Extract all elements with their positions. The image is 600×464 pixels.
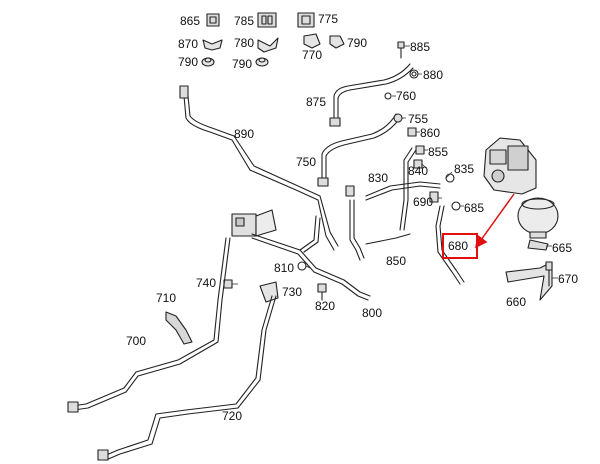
fitting-755-part <box>393 113 403 123</box>
callout-label: 665 <box>552 241 573 255</box>
clip-770-part <box>303 33 321 49</box>
bolt-820-part <box>317 283 327 301</box>
highlight-box: 680 <box>442 233 478 259</box>
callout-label: 855 <box>428 145 449 159</box>
callout-label: 660 <box>506 295 527 309</box>
callout-label: 890 <box>234 127 255 141</box>
callout-label: 775 <box>318 12 339 26</box>
callout-label: 755 <box>408 112 429 126</box>
clip-775-part <box>297 12 315 28</box>
callout-label: 830 <box>368 171 389 185</box>
clip-865-part <box>206 13 220 27</box>
line-700-part <box>67 237 231 413</box>
callout-label: 885 <box>410 40 431 54</box>
reservoir-part <box>517 197 559 239</box>
callout-label: 720 <box>222 409 243 423</box>
callout-label: 835 <box>454 162 475 176</box>
bracket-730-part <box>259 281 279 303</box>
callout-label: 670 <box>558 272 579 286</box>
clip-785-part <box>257 12 277 28</box>
callout-label: 790 <box>178 55 199 69</box>
callout-label: 875 <box>306 95 327 109</box>
clip-790-part <box>329 35 345 49</box>
bolt-885-part <box>397 41 405 59</box>
washer-685-part <box>451 201 461 211</box>
callout-label: 870 <box>178 37 199 51</box>
callout-label: 785 <box>234 14 255 28</box>
line-720-part <box>97 295 277 461</box>
valve-block-part <box>231 209 277 237</box>
grommet-790a-part <box>201 57 215 67</box>
hose-750-part <box>317 113 401 187</box>
washer-810-part <box>297 261 307 271</box>
washer-760-part <box>384 92 392 100</box>
leader-line <box>445 171 453 179</box>
washer-835-part <box>445 173 455 183</box>
washer-880-part <box>409 69 419 79</box>
line-800-part <box>251 215 371 301</box>
callout-label: 790 <box>232 57 253 71</box>
callout-label: 685 <box>464 201 485 215</box>
highlighted-label: 680 <box>448 239 469 253</box>
callout-label: 690 <box>413 195 434 209</box>
line-890-part <box>179 85 339 251</box>
callout-label: 800 <box>362 306 383 320</box>
leader-line <box>305 265 311 269</box>
callout-label: 770 <box>302 48 323 62</box>
clamp-710-part <box>165 311 193 345</box>
callout-label: 730 <box>282 285 303 299</box>
leader-line <box>421 163 427 169</box>
bolt-670-part <box>545 261 553 287</box>
callout-label: 700 <box>126 334 147 348</box>
line-830-part <box>345 181 441 261</box>
fitting-690-part <box>429 191 439 203</box>
callout-label: 740 <box>196 276 217 290</box>
callout-label: 820 <box>315 299 336 313</box>
callout-label: 860 <box>420 126 441 140</box>
callout-label: 760 <box>396 89 417 103</box>
callout-label: 850 <box>386 254 407 268</box>
line-850-part <box>365 147 417 245</box>
callout-label: 790 <box>347 36 368 50</box>
callout-label: 840 <box>408 164 429 178</box>
bracket-660-part <box>505 261 553 301</box>
fitting-740-part <box>223 279 233 289</box>
callout-label: 880 <box>423 68 444 82</box>
callout-label: 750 <box>296 155 317 169</box>
callout-label: 810 <box>274 261 295 275</box>
mount-665-part <box>527 239 549 251</box>
nut-860-part <box>407 127 417 137</box>
callout-label: 865 <box>180 14 201 28</box>
clip-870-part <box>202 39 223 51</box>
callout-label: 710 <box>156 291 177 305</box>
hose-875-part <box>329 63 414 127</box>
nut-855-part <box>415 145 425 155</box>
grommet-790b-part <box>255 57 269 67</box>
clip-780-part <box>257 37 279 53</box>
pump-assembly-part <box>483 137 537 195</box>
callout-label: 780 <box>234 36 255 50</box>
